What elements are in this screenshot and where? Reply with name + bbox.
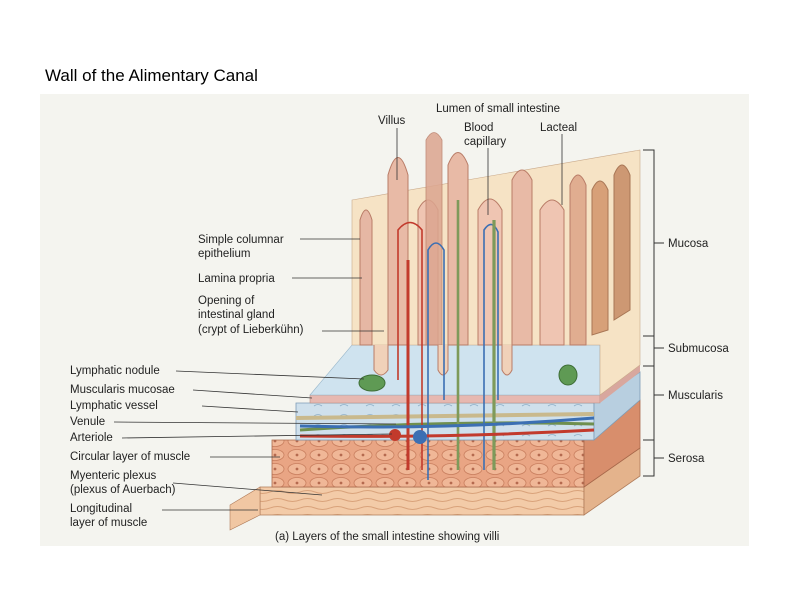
label-villus: Villus [378,115,406,127]
label-simple-columnar-line2: epithelium [198,248,250,260]
villi [359,132,631,346]
leader-lines [113,128,563,511]
longitudinal-muscle-layer [229,447,641,531]
label-muscularis-mucosae: Muscularis mucosae [70,384,175,396]
label-lymphatic-nodule: Lymphatic nodule [70,365,160,377]
label-longitudinal-line2: layer of muscle [70,517,147,529]
intestinal-crypts [373,345,513,376]
label-lumen: Lumen of small intestine [436,103,560,115]
label-blood-capillary-line1: Blood [464,122,493,134]
label-lymphatic-vessel: Lymphatic vessel [70,400,158,412]
label-arteriole: Arteriole [70,432,113,444]
label-opening-line3: (crypt of Lieberkühn) [198,324,304,336]
label-circular-layer: Circular layer of muscle [70,451,190,463]
label-opening-line2: intestinal gland [198,309,275,321]
slide-title: Wall of the Alimentary Canal [45,66,258,85]
lymphatic-nodule [358,374,386,392]
blood-vessels [299,200,595,480]
label-simple-columnar-line1: Simple columnar [198,234,284,246]
venule-section [413,430,427,444]
label-myenteric-line1: Myenteric plexus [70,470,157,482]
label-serosa: Serosa [668,453,705,465]
label-mucosa: Mucosa [668,238,709,250]
label-myenteric-line2: (plexus of Auerbach) [70,484,176,496]
layer-brackets [643,149,664,477]
label-muscularis: Muscularis [668,390,723,402]
label-blood-capillary-line2: capillary [464,136,506,148]
label-lacteal: Lacteal [540,122,577,134]
arteriole-section [389,429,401,441]
lymphatic-nodule-right [558,364,578,386]
label-venule: Venule [70,416,105,428]
label-submucosa: Submucosa [668,343,729,355]
label-opening-line1: Opening of [198,295,255,307]
label-lamina-propria: Lamina propria [198,273,275,285]
figure-caption: (a) Layers of the small intestine showin… [275,531,499,543]
label-longitudinal-line1: Longitudinal [70,503,132,515]
